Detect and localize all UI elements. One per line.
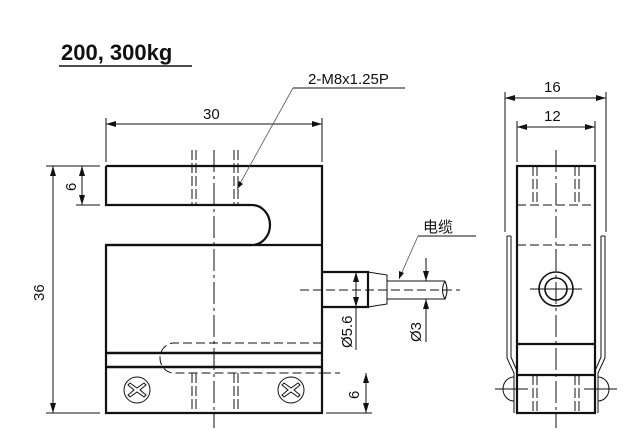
dim-height-36: 36 bbox=[31, 165, 100, 414]
title-block: 200, 300kg bbox=[59, 40, 192, 67]
dim-text-12: 12 bbox=[544, 108, 561, 125]
screw-left-icon bbox=[123, 376, 151, 404]
dim-text-6-bottom: 6 bbox=[346, 391, 363, 399]
dim-width-30: 30 bbox=[105, 106, 323, 162]
cable-gland-icon bbox=[530, 271, 582, 307]
top-thread-holes bbox=[191, 150, 239, 205]
side-view: 16 12 bbox=[495, 79, 617, 428]
bottom-thread-holes bbox=[191, 373, 239, 413]
dim-side-12: 12 bbox=[516, 108, 596, 162]
side-cover-right bbox=[594, 235, 610, 413]
title-text: 200, 300kg bbox=[61, 40, 172, 65]
dim-cable: Ø3 bbox=[408, 258, 429, 342]
dim-bottom-6: 6 bbox=[326, 373, 372, 414]
thread-callout-text: 2-M8x1.25P bbox=[308, 71, 389, 88]
side-thread-holes bbox=[532, 166, 580, 413]
screw-right-icon bbox=[277, 376, 305, 404]
side-cover-left bbox=[502, 235, 518, 413]
thread-callout: 2-M8x1.25P bbox=[236, 71, 405, 190]
cable-label-callout: 电缆 bbox=[398, 219, 476, 280]
dim-cable-sheath: Ø5.6 bbox=[339, 272, 359, 350]
dim-text-30: 30 bbox=[203, 106, 220, 123]
front-view: 30 2-M8x1.25P 36 6 6 bbox=[31, 71, 476, 428]
dim-text-16: 16 bbox=[544, 79, 561, 96]
dim-text-36: 36 bbox=[31, 284, 48, 301]
cable bbox=[300, 270, 460, 309]
dim-side-16: 16 bbox=[504, 79, 607, 232]
hidden-lower-slot bbox=[159, 342, 322, 374]
dim-text-sheath: Ø5.6 bbox=[339, 315, 356, 348]
cable-label-text: 电缆 bbox=[423, 219, 453, 236]
dim-text-6-top: 6 bbox=[63, 183, 80, 191]
dim-text-cable: Ø3 bbox=[408, 322, 425, 342]
dim-top-6: 6 bbox=[63, 166, 100, 206]
